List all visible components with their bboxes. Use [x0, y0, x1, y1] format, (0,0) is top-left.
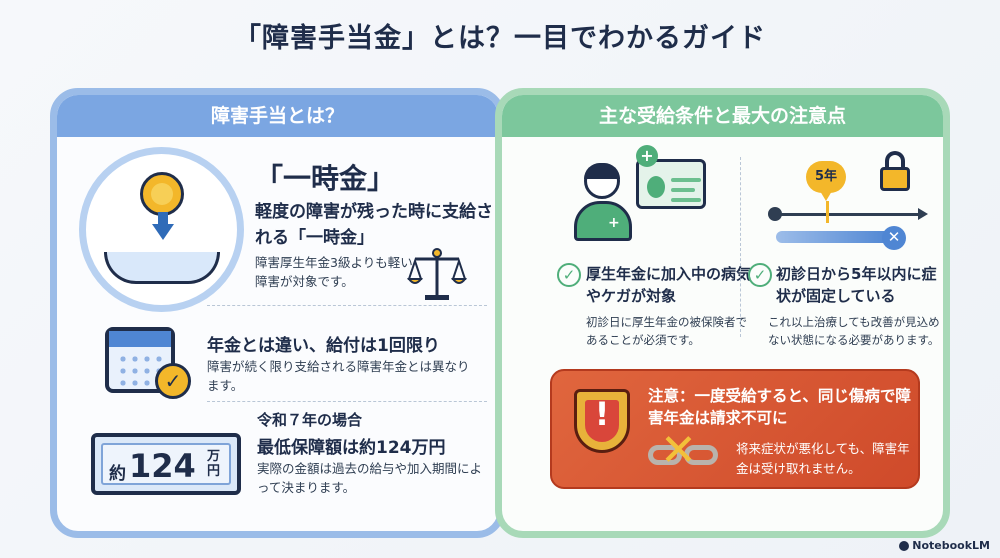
plus-icon: +	[636, 145, 658, 167]
lock-icon	[880, 151, 910, 191]
down-arrow-icon	[158, 212, 168, 226]
balance-scale-icon	[407, 248, 467, 300]
section-divider	[207, 401, 487, 402]
column-divider	[740, 157, 741, 337]
lump-sum-lead: 軽度の障害が残った時に支給される「一時金」	[255, 202, 493, 248]
left-panel-heading: 障害手当とは？	[57, 95, 498, 137]
warning-box: ! 注意：一度受給すると、同じ傷病で障害年金は請求不可に ✕ 将来症状が悪化して…	[550, 369, 920, 489]
condition2-note: これ以上治療しても改善が見込めない状態になる必要があります。	[768, 315, 940, 347]
insurance-card-icon	[636, 159, 706, 209]
open-hand-icon	[104, 252, 220, 284]
right-panel-heading: 主な受給条件と最大の注意点	[502, 95, 943, 137]
amount-badge-prefix: 約	[109, 464, 126, 484]
left-panel: 障害手当とは？ 「一時金」 軽度の障害が残った時に支給される「一時金」 障害厚生…	[50, 88, 505, 538]
warning-headline: 注意：一度受給すると、同じ傷病で障害年金は請求不可に	[648, 387, 911, 427]
notebooklm-icon	[899, 541, 910, 551]
timeline-arrow-icon	[918, 208, 928, 220]
coin-icon	[140, 172, 184, 216]
timeline	[774, 213, 922, 216]
timeline-mark	[826, 201, 829, 223]
amount-badge-number: 124	[129, 447, 196, 485]
once-note: 障害が続く限り支給される障害年金とは異なります。	[207, 359, 470, 393]
condition2-headline: 初診日から5年以内に症状が固定している	[776, 265, 937, 305]
broken-chain-icon: ✕	[648, 429, 720, 473]
once-headline: 年金とは違い、給付は1回限り	[207, 336, 440, 356]
lump-sum-illustration	[79, 147, 244, 312]
brand-logo: NotebookLM	[899, 539, 990, 552]
progress-bar	[776, 231, 892, 243]
check-icon: ✓	[748, 263, 772, 287]
condition1-headline: 厚生年金に加入中の病気やケガが対象	[586, 265, 752, 305]
close-icon: ✕	[882, 226, 906, 250]
check-icon: ✓	[557, 263, 581, 287]
condition1-note: 初診日に厚生年金の被保険者であることが必須です。	[586, 315, 747, 347]
amount-note: 実際の金額は過去の給与や加入期間によって決まります。	[257, 461, 483, 495]
amount-era: 令和７年の場合	[257, 411, 363, 429]
amount-headline: 最低保障額は約124万円	[257, 438, 446, 458]
section-divider	[207, 305, 487, 306]
check-icon: ✓	[155, 363, 191, 399]
warning-note: 将来症状が悪化しても、障害年金は受け取れません。	[736, 441, 910, 476]
banknote-icon: 約 124 万円	[91, 433, 241, 495]
warning-shield-icon: !	[574, 389, 630, 453]
lump-sum-label: 「一時金」	[255, 162, 396, 195]
amount-badge-unit: 万円	[207, 449, 221, 479]
right-panel: 主な受給条件と最大の注意点 + + ✓ 厚生年金に加入中の病気やケガが対象 初診…	[495, 88, 950, 538]
worker-icon: +	[574, 163, 632, 241]
lump-sum-note: 障害厚生年金3級よりも軽い障害が対象です。	[255, 255, 413, 289]
timeline-badge: 5年	[806, 161, 846, 193]
page-title: 「障害手当金」とは？一目でわかるガイド	[234, 23, 766, 54]
